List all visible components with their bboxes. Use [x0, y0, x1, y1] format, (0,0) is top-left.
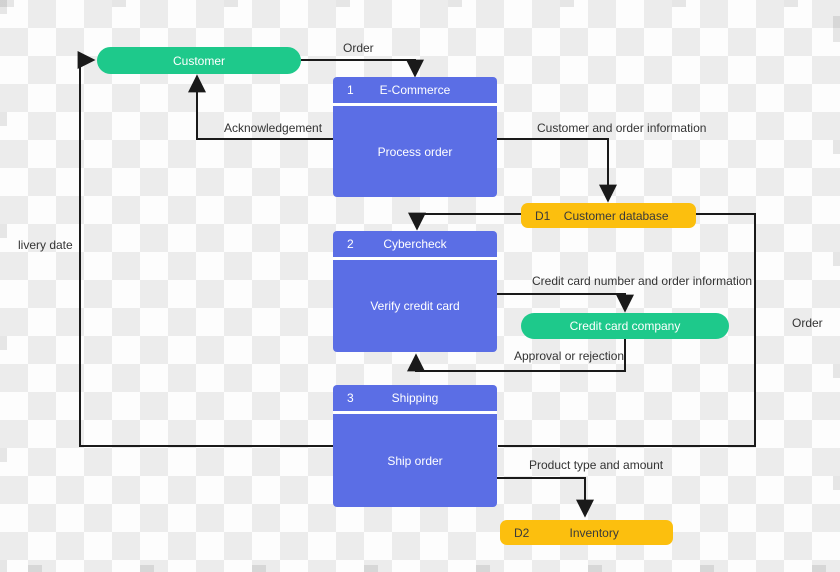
process-cybercheck-body: Verify credit card: [333, 260, 497, 352]
flow-ccnumber-to-company: [497, 293, 634, 313]
process-cybercheck-action: Verify credit card: [370, 299, 460, 313]
flow-order-database-to-shipping: [498, 213, 756, 447]
flow-label-order-right: Order: [792, 316, 823, 330]
process-cybercheck-header: 2 Cybercheck: [333, 231, 497, 260]
flow-approval-to-verify: [407, 338, 626, 372]
flow-order-customer-to-ecommerce: [301, 59, 424, 78]
flow-label-order-top: Order: [343, 41, 374, 55]
process-shipping-body: Ship order: [333, 414, 497, 507]
entity-credit-card-company-label: Credit card company: [569, 319, 681, 333]
datastore-inventory-id: D2: [514, 525, 530, 540]
process-shipping: 3 Shipping Ship order: [333, 385, 497, 507]
process-ecommerce-title: E-Commerce: [379, 83, 451, 97]
flow-database-to-cybercheck: [408, 212, 521, 231]
datastore-customer-database-label: Customer database: [563, 208, 669, 223]
process-ecommerce-body: Process order: [333, 106, 497, 197]
datastore-inventory-label: Inventory: [569, 525, 619, 540]
flow-label-acknowledgement: Acknowledgement: [224, 121, 323, 135]
flow-label-product-type-amount: Product type and amount: [529, 458, 664, 472]
flow-info-to-customer-database: [497, 138, 617, 203]
process-ecommerce-action: Process order: [377, 144, 453, 159]
flow-product-to-inventory: [497, 477, 594, 518]
process-shipping-number: 3: [347, 391, 354, 405]
entity-customer-label: Customer: [172, 53, 225, 68]
entity-customer: Customer: [97, 47, 301, 74]
flow-delivery-date-to-customer: [77, 51, 333, 447]
process-shipping-action: Ship order: [387, 453, 443, 468]
process-ecommerce: 1 E-Commerce Process order: [333, 77, 497, 197]
flow-label-cc-number-order-info: Credit card number and order information: [532, 274, 753, 288]
flow-label-customer-order-info: Customer and order information: [537, 121, 707, 135]
datastore-inventory: D2 Inventory: [500, 520, 673, 545]
datastore-customer-database: D1 Customer database: [521, 203, 696, 228]
process-cybercheck-number: 2: [347, 237, 354, 251]
process-shipping-header: 3 Shipping: [333, 385, 497, 414]
flow-label-approval-rejection: Approval or rejection: [514, 349, 625, 363]
process-cybercheck-title: Cybercheck: [383, 237, 447, 251]
process-ecommerce-number: 1: [347, 83, 354, 97]
process-ecommerce-header: 1 E-Commerce: [333, 77, 497, 106]
datastore-customer-database-id: D1: [535, 208, 551, 223]
flow-acknowledgement-to-customer: [188, 74, 333, 140]
entity-credit-card-company: Credit card company: [521, 313, 729, 339]
process-cybercheck: 2 Cybercheck Verify credit card: [333, 231, 497, 352]
flow-label-delivery-date: livery date: [18, 238, 73, 252]
process-shipping-title: Shipping: [391, 391, 439, 405]
